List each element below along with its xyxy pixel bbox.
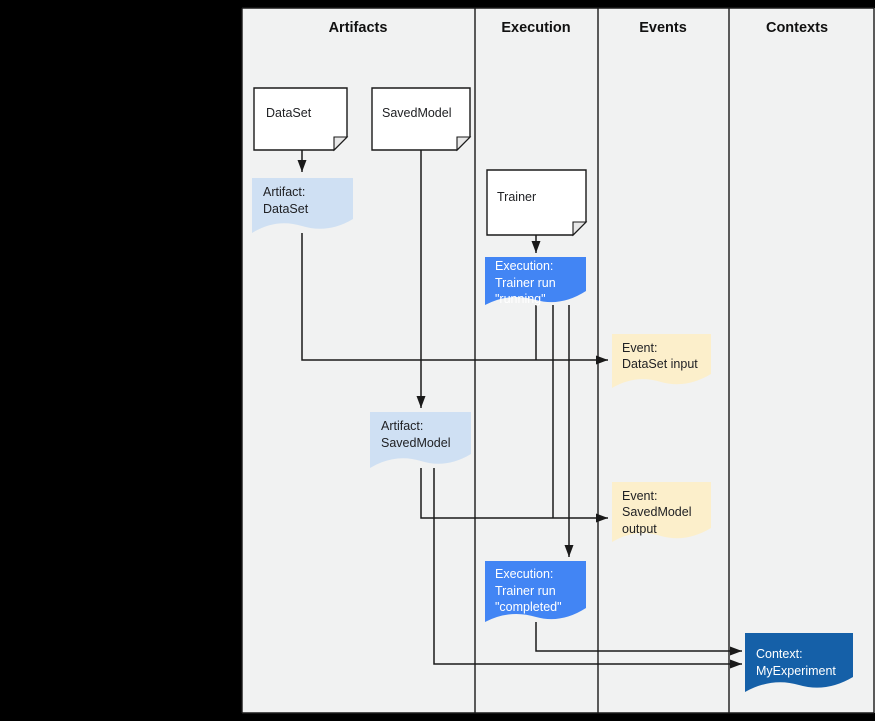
- trainer-document-label: Trainer: [497, 190, 536, 204]
- connector-artifact-savedmodel-to-context: [433, 468, 742, 669]
- artifact-dataset-line-2: DataSet: [263, 202, 309, 216]
- execution-completed-line-3: "completed": [495, 600, 562, 614]
- connector-artifact-dataset-to-event-input: [301, 233, 608, 365]
- column-header-contexts: Contexts: [766, 20, 828, 36]
- event-savedmodel-output-line-3: output: [622, 522, 657, 536]
- dataset-document-label: DataSet: [266, 106, 312, 120]
- execution-completed-note-shape: [485, 561, 586, 622]
- trainer-document-fold-icon: [572, 221, 588, 237]
- node-execution-completed[interactable]: Execution: Trainer run "completed": [485, 561, 586, 622]
- event-dataset-input-line-1: Event:: [622, 341, 657, 355]
- connector-artifact-savedmodel-to-event-output: [420, 468, 608, 523]
- node-event-savedmodel-output[interactable]: Event: SavedModel output: [612, 482, 711, 542]
- node-context-myexperiment[interactable]: Context: MyExperiment: [745, 633, 853, 692]
- column-header-artifacts: Artifacts: [329, 20, 388, 36]
- node-trainer-document[interactable]: Trainer: [486, 169, 588, 237]
- connector-execution-completed-to-context: [535, 622, 742, 656]
- node-event-dataset-input[interactable]: Event: DataSet input: [612, 334, 711, 388]
- node-dataset-document[interactable]: DataSet: [253, 87, 349, 152]
- event-savedmodel-output-note-shape: [612, 482, 711, 542]
- artifact-savedmodel-line-1: Artifact:: [381, 419, 423, 433]
- event-dataset-input-line-2: DataSet input: [622, 357, 698, 371]
- column-header-events: Events: [639, 20, 687, 36]
- savedmodel-document-label: SavedModel: [382, 106, 452, 120]
- artifact-dataset-line-1: Artifact:: [263, 185, 305, 199]
- node-savedmodel-document[interactable]: SavedModel: [371, 87, 472, 152]
- execution-completed-line-2: Trainer run: [495, 584, 556, 598]
- node-execution-running[interactable]: Execution: Trainer run "running": [485, 257, 586, 306]
- artifact-dataset-note-shape: [252, 178, 353, 233]
- event-dataset-input-note-shape: [612, 334, 711, 388]
- dataset-document-fold-icon: [333, 136, 349, 152]
- savedmodel-document-fold-icon: [456, 136, 472, 152]
- node-artifact-savedmodel[interactable]: Artifact: SavedModel: [370, 412, 471, 468]
- context-myexperiment-line-1: Context:: [756, 647, 803, 661]
- execution-running-line-2: Trainer run: [495, 276, 556, 290]
- artifact-savedmodel-line-2: SavedModel: [381, 436, 451, 450]
- execution-running-line-3: "running": [495, 292, 546, 306]
- artifact-savedmodel-note-shape: [370, 412, 471, 468]
- context-myexperiment-line-2: MyExperiment: [756, 664, 836, 678]
- execution-completed-line-1: Execution:: [495, 567, 553, 581]
- column-header-execution: Execution: [501, 20, 570, 36]
- event-savedmodel-output-line-2: SavedModel: [622, 505, 692, 519]
- node-artifact-dataset[interactable]: Artifact: DataSet: [252, 178, 353, 233]
- event-savedmodel-output-line-1: Event:: [622, 489, 657, 503]
- execution-running-note-shape: [485, 257, 586, 305]
- context-myexperiment-note-shape: [745, 633, 853, 692]
- execution-running-line-1: Execution:: [495, 259, 553, 273]
